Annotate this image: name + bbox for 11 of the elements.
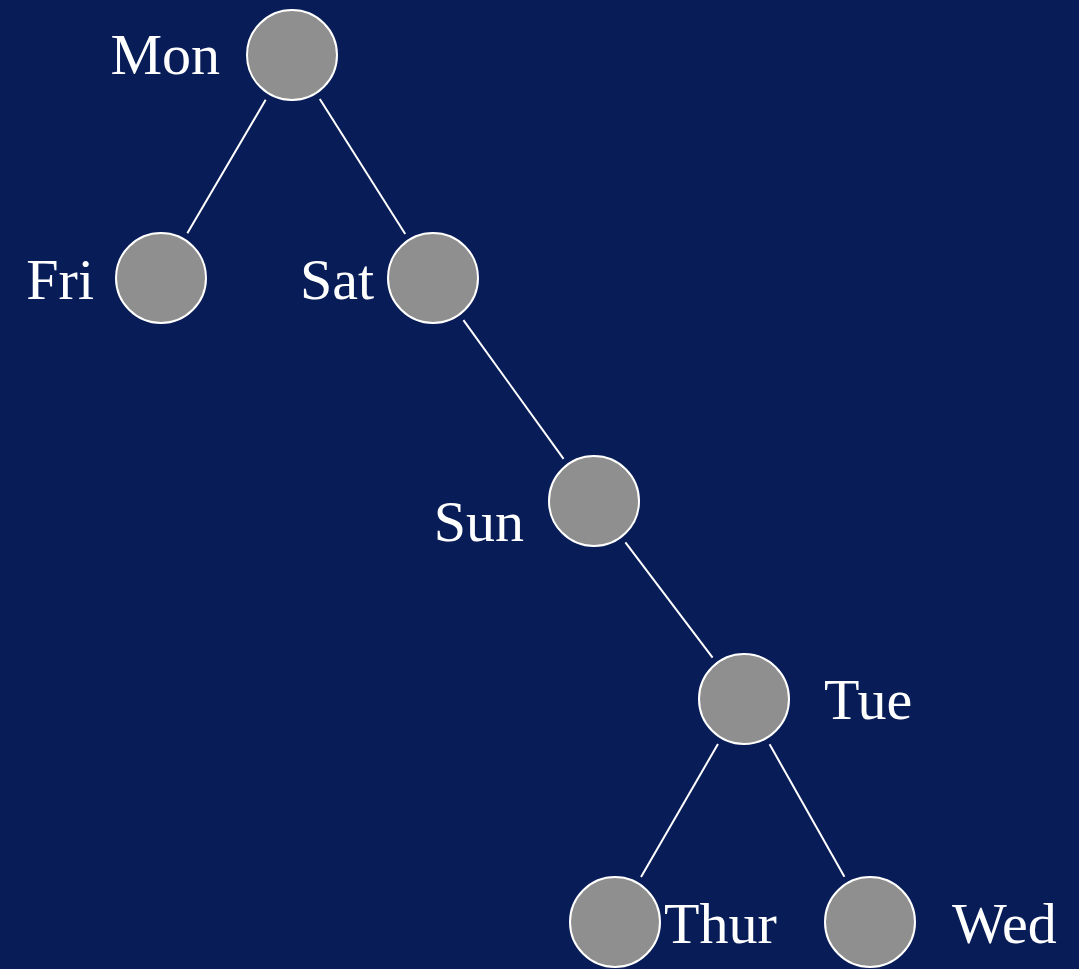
node-label: Thur: [664, 895, 777, 953]
tree-edge: [624, 541, 714, 659]
node-label: Fri: [26, 251, 94, 309]
tree-edge: [640, 743, 719, 878]
node-label: Sun: [433, 493, 524, 551]
node-label: Sat: [299, 251, 374, 309]
tree-edge: [462, 319, 565, 460]
node-label: Wed: [952, 895, 1057, 953]
node-label: Tue: [824, 671, 913, 729]
tree-edge: [768, 743, 846, 878]
node-label: Mon: [110, 26, 220, 84]
